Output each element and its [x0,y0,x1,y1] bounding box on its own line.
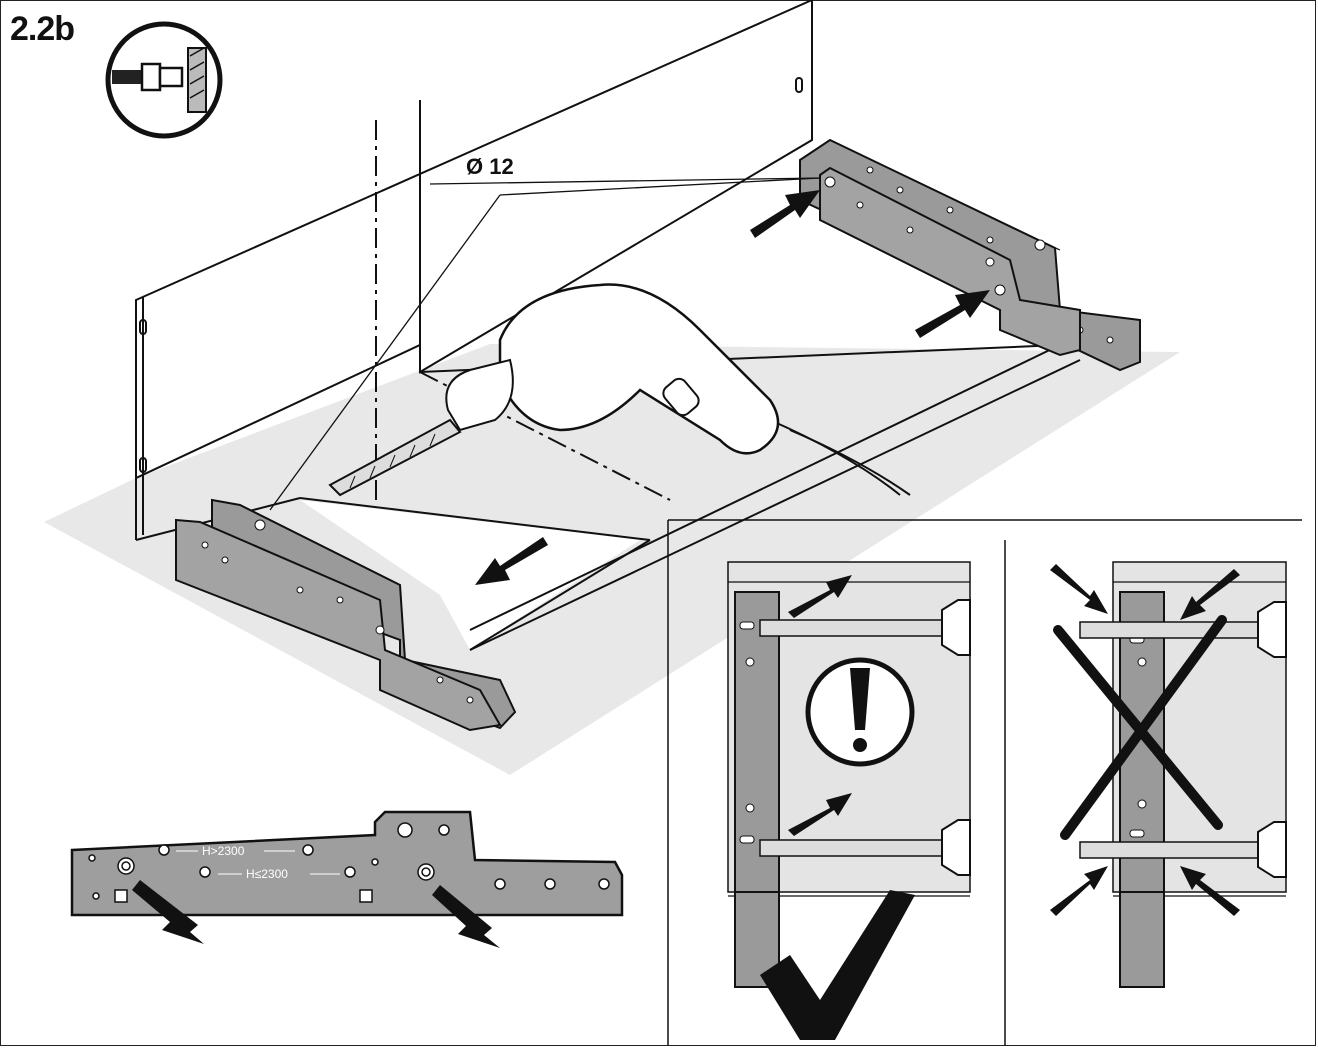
floor-panel [44,344,1180,775]
direction-arrows [475,190,990,585]
mounting-bracket-front [175,498,517,732]
incorrect-drilling-inset [1050,561,1287,988]
cross-icon [1053,615,1227,840]
bracket-detail: H>2300 H≤2300 [70,810,624,948]
step-label: 2.2b [10,10,75,48]
checkmark-icon [760,890,915,1040]
correct-drilling-inset [727,561,971,1040]
inset-frame [667,519,1302,1046]
mounting-bracket-rear-front [819,166,1081,357]
exclamation-icon [805,657,915,767]
height-label-lower: H≤2300 [246,867,288,881]
height-label-upper: H>2300 [202,844,245,858]
power-drill [328,283,911,497]
dimension-leaders [269,177,821,511]
drill-into-wall-icon [105,21,223,139]
drill-diameter-label: Ø 12 [466,154,514,179]
